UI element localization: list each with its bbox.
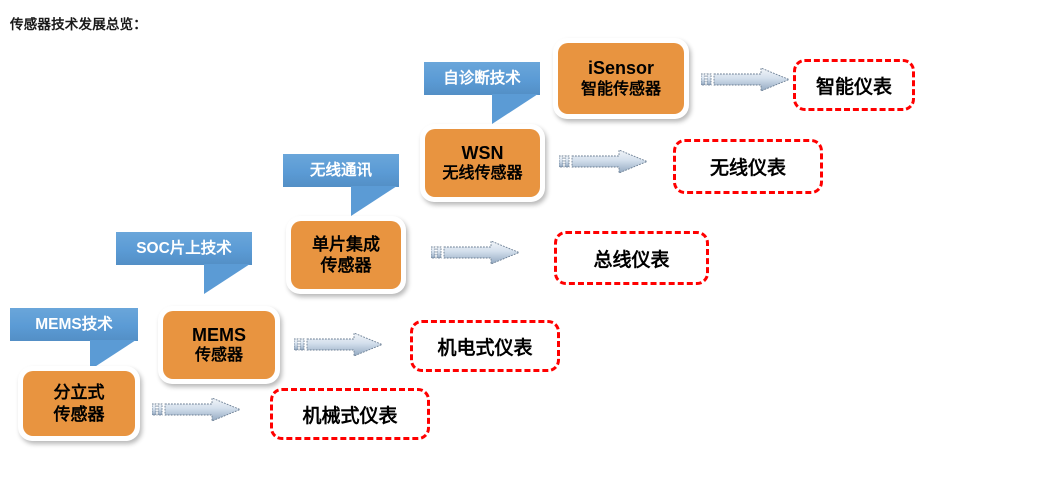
sensor-line1: WSN [461,142,504,163]
callout-label: MEMS技术 [35,315,113,333]
callout-tail-icon [90,340,136,370]
sensor-box-mems: MEMS 传感器 [158,306,280,384]
sensor-line1: 单片集成 [312,234,380,254]
page-title: 传感器技术发展总览： [10,17,147,32]
callout-tail-icon [492,94,538,124]
instrument-box-wireless: 无线仪表 [673,139,823,194]
sensor-line1: MEMS [192,324,246,345]
callout-tail-icon [351,186,397,216]
sensor-line1: 分立式 [53,383,105,403]
sensor-line2: 传感器 [53,404,105,424]
instrument-label: 机电式仪表 [437,337,533,359]
arrow-icon-isensor [701,66,791,94]
sensor-line2: 智能传感器 [580,80,661,98]
callout-tail-icon [204,264,250,294]
instrument-label: 无线仪表 [709,158,786,179]
callout-self-diagnosis: 自诊断技术 [424,62,540,124]
sensor-line2: 传感器 [194,347,243,365]
instrument-box-electromechanical: 机电式仪表 [410,320,560,372]
instrument-box-bus: 总线仪表 [554,231,709,285]
sensor-box-wsn: WSN 无线传感器 [420,124,545,202]
callout-soc: SOC片上技术 [116,232,252,294]
callout-label: SOC片上技术 [136,239,232,257]
instrument-box-smart: 智能仪表 [793,59,915,111]
sensor-box-isensor: iSensor 智能传感器 [553,38,689,119]
arrow-icon-mems [294,331,384,359]
arrow-icon-wsn [559,148,649,176]
callout-label: 自诊断技术 [443,69,521,87]
sensor-box-discrete: 分立式 传感器 [18,366,140,441]
callout-label: 无线通讯 [309,161,372,179]
callout-wireless-comm: 无线通讯 [283,154,399,216]
arrow-icon-soc [431,239,521,267]
instrument-label: 总线仪表 [593,249,670,271]
sensor-line1: iSensor [587,58,655,79]
sensor-line2: 无线传感器 [442,165,523,183]
instrument-label: 智能仪表 [815,76,892,98]
instrument-label: 机械式仪表 [302,405,398,427]
instrument-box-mechanical: 机械式仪表 [270,388,430,440]
callout-mems: MEMS技术 [10,308,138,370]
arrow-icon-discrete [152,396,242,424]
sensor-line2: 传感器 [320,256,372,275]
sensor-box-soc: 单片集成 传感器 [286,216,406,294]
